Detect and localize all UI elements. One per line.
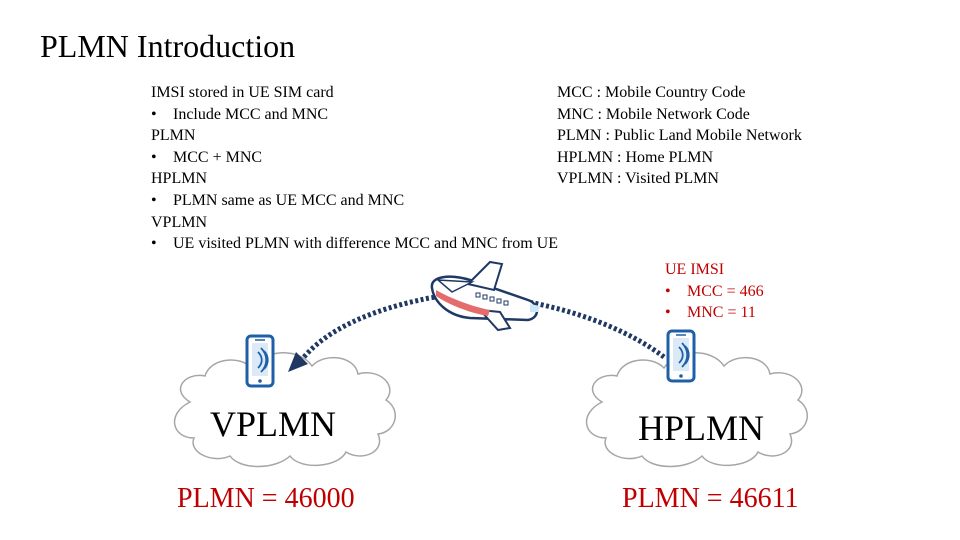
home-ue-phone-icon bbox=[668, 331, 694, 381]
airplane-icon bbox=[432, 262, 540, 330]
visited-plmn-value: PLMN = 46000 bbox=[177, 483, 355, 515]
home-plmn-value: PLMN = 46611 bbox=[622, 483, 799, 515]
visited-network-label: VPLMN bbox=[210, 404, 336, 444]
visited-ue-phone-icon bbox=[247, 336, 273, 386]
home-network-label: HPLMN bbox=[638, 408, 764, 448]
